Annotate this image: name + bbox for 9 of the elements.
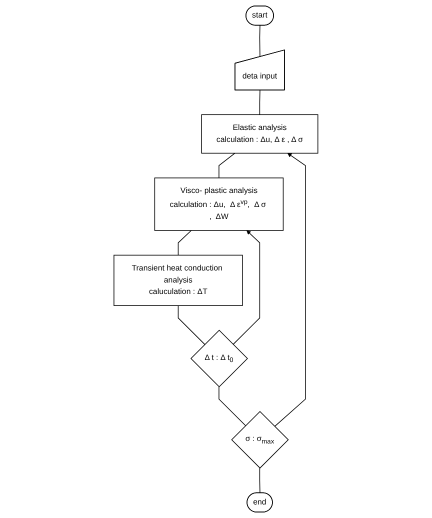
connector [259,90,260,116]
connector [178,305,206,345]
connector [259,25,260,58]
arrow [232,230,260,345]
connector [218,386,246,426]
connector [218,152,236,178]
connector [259,468,260,494]
connector [178,230,192,256]
arrow [274,153,306,427]
